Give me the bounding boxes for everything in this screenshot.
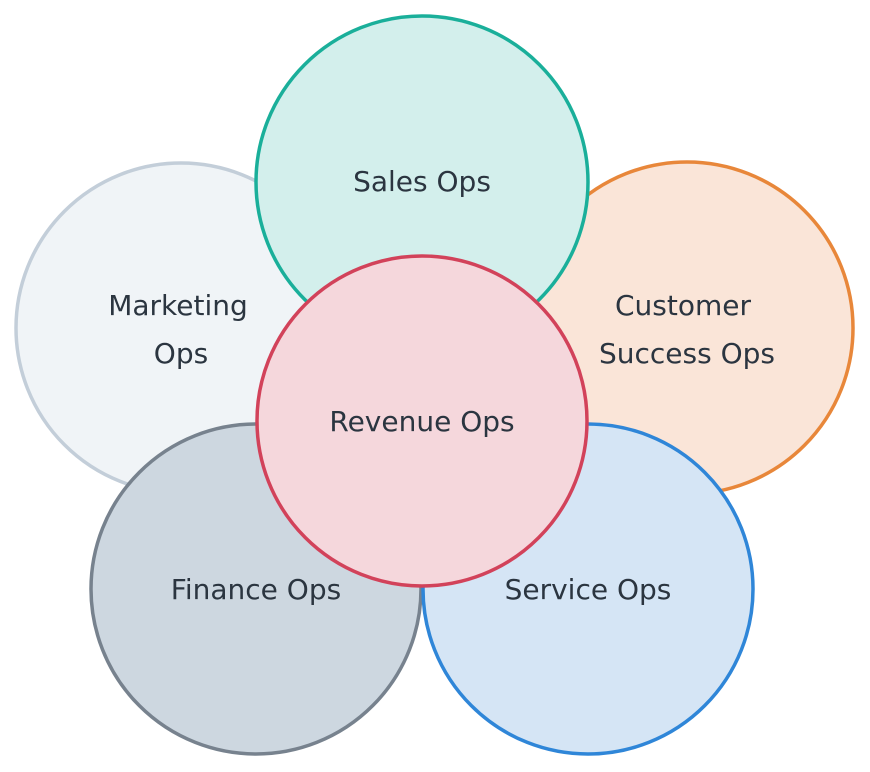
circle-revenue-ops: Revenue Ops: [255, 254, 589, 588]
circle-sales-ops: Sales Ops: [254, 14, 590, 350]
circle-customer-success-ops: Customer Success Ops: [519, 160, 855, 496]
label-line: Marketing: [108, 289, 248, 322]
label-line: Revenue Ops: [329, 405, 514, 438]
label-line: Sales Ops: [353, 165, 491, 198]
label-line: Ops: [154, 337, 208, 370]
label-line: Service Ops: [505, 573, 672, 606]
label-line: Customer: [615, 289, 751, 322]
label-line: Success Ops: [599, 337, 775, 370]
label-line: Finance Ops: [171, 573, 341, 606]
